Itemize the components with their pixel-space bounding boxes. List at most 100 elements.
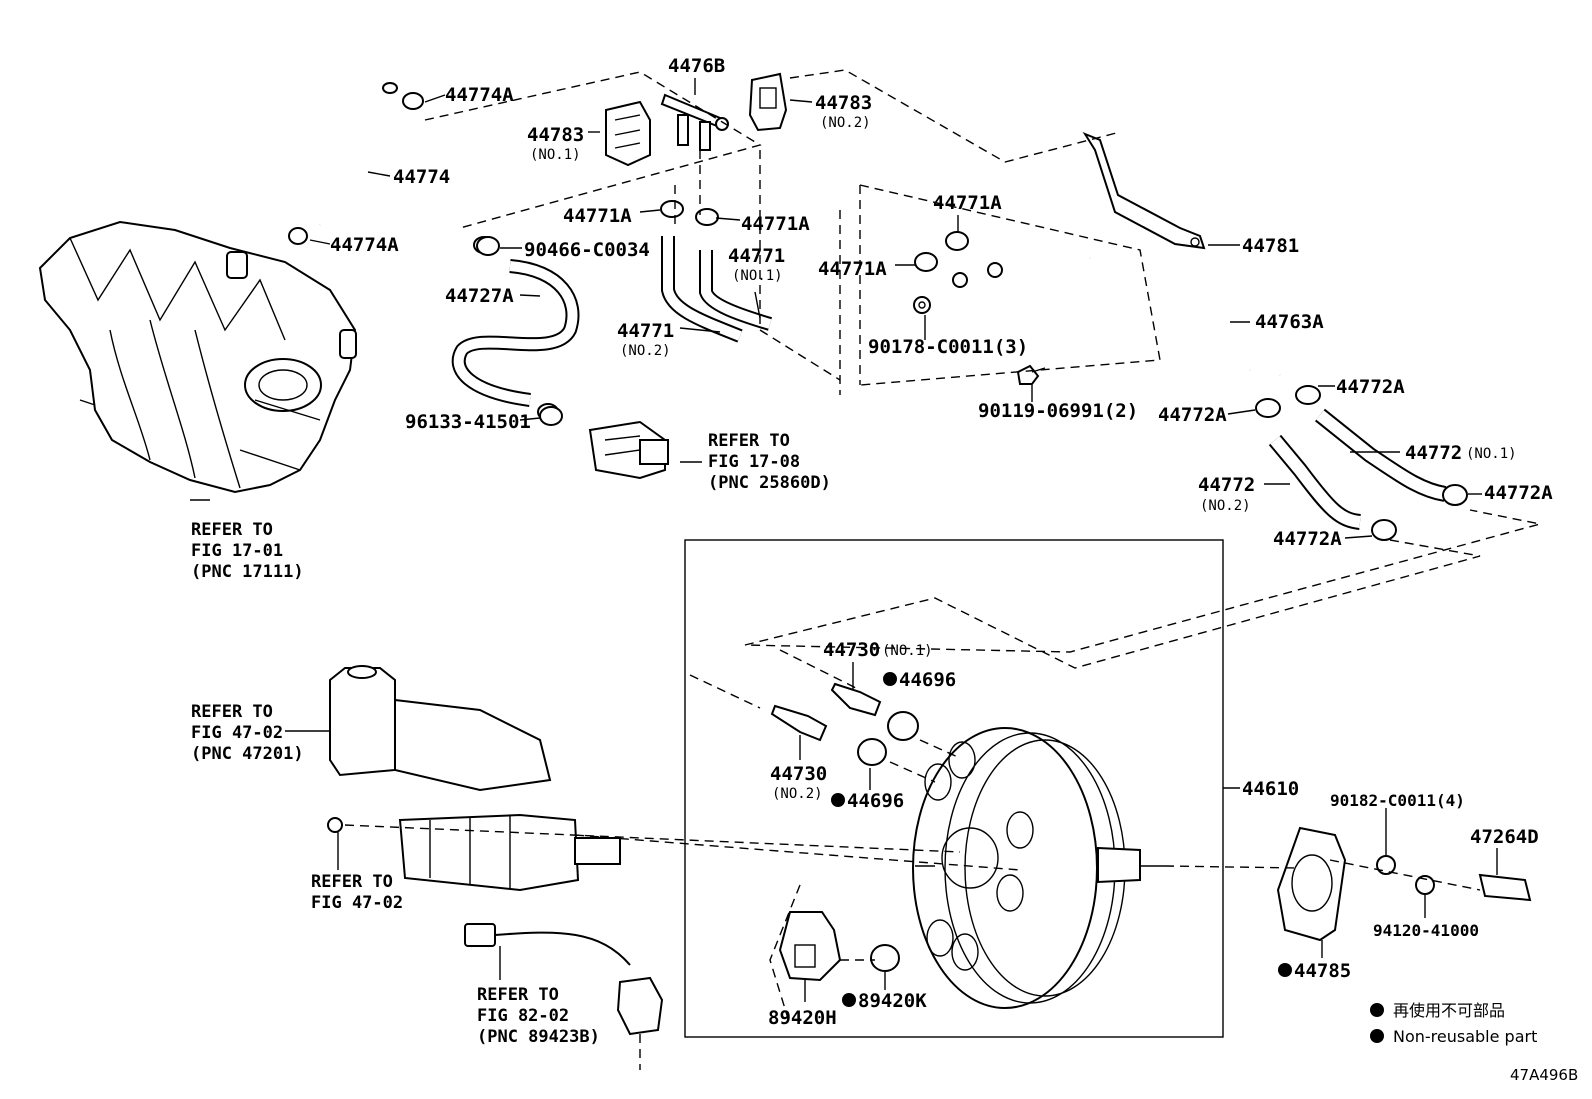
ref-82-02-line2: FIG 82-02: [477, 1006, 569, 1026]
leader-lines: [190, 78, 1498, 1002]
legend-marker: [1370, 1029, 1384, 1043]
ref-17-08-line3: (PNC 25860D): [708, 473, 831, 493]
refer-notes: REFER TO FIG 17-01 (PNC 17111) REFER TO …: [191, 431, 831, 1047]
legend-en: Non-reusable part: [1393, 1027, 1537, 1046]
bolt-90119: [1016, 364, 1046, 385]
ref-17-08-line1: REFER TO: [708, 431, 790, 451]
label-44774A-low: 44774A: [330, 234, 399, 256]
nonreusable-marker: [842, 993, 856, 1007]
label-44771-no2: 44771: [617, 320, 674, 342]
label-44763A: 44763A: [1255, 311, 1324, 333]
check-valve-44730-no1: [830, 682, 882, 717]
nut-90178: [913, 296, 931, 314]
label-44771-no1-sub: (NO.1): [732, 268, 783, 284]
label-44696-a: 44696: [899, 669, 956, 691]
vacuum-sensor-89420H: [778, 911, 842, 982]
bracket-44781: [1082, 131, 1206, 250]
label-44771A-center-top: 44771A: [933, 192, 1002, 214]
dashed-guide-lines: [344, 69, 1541, 1070]
illustration-code: 47A496B: [1510, 1066, 1578, 1084]
label-44772A-2: 44772A: [1158, 404, 1227, 426]
label-44772-no1-sub: (NO.1): [1466, 446, 1517, 462]
ref-17-01-line3: (PNC 17111): [191, 562, 304, 582]
label-90119: 90119-06991(2): [978, 400, 1138, 422]
label-4476B: 4476B: [668, 55, 725, 77]
nonreusable-marker: [1278, 963, 1292, 977]
clip-47264D: [1478, 873, 1532, 902]
label-89420K: 89420K: [858, 990, 927, 1012]
check-valve-44730-no2: [770, 704, 828, 742]
legend: 再使用不可部品 Non-reusable part: [1370, 1001, 1537, 1046]
label-44772-no1: 44772: [1405, 442, 1462, 464]
legend-jp: 再使用不可部品: [1393, 1001, 1505, 1020]
label-44783-no1-sub: (NO.1): [530, 147, 581, 163]
intake-manifold-illustration: [38, 220, 357, 494]
label-44772-no2: 44772: [1198, 474, 1255, 496]
label-90466: 90466-C0034: [524, 239, 650, 261]
vsv-44783-no2: [748, 72, 788, 132]
label-44610: 44610: [1242, 778, 1299, 800]
grommets-44696: [857, 711, 919, 766]
label-44772A-4: 44772A: [1273, 528, 1342, 550]
label-44771-no2-sub: (NO.2): [620, 343, 671, 359]
label-44696-b: 44696: [847, 790, 904, 812]
ref-82-02-line1: REFER TO: [477, 985, 559, 1005]
clamp-90466: [476, 236, 500, 256]
ref-47-02a-line1: REFER TO: [191, 702, 273, 722]
nut-90182: [1376, 855, 1396, 875]
label-44785: 44785: [1294, 960, 1351, 982]
label-44772-no2-sub: (NO.2): [1200, 498, 1251, 514]
nonreusable-marker: [883, 672, 897, 686]
label-44727A: 44727A: [445, 285, 514, 307]
hose-44774: [251, 60, 424, 245]
label-90182: 90182-C0011(4): [1330, 791, 1465, 810]
master-cylinder-assembly: [327, 665, 621, 892]
ref-47-02a-line2: FIG 47-02: [191, 723, 283, 743]
clamp-96133: [539, 406, 563, 426]
pipe-assembly-44763A: [952, 226, 1283, 377]
label-44774: 44774: [393, 166, 450, 188]
sensor-25860D: [588, 420, 669, 480]
ref-47-02b-line1: REFER TO: [311, 872, 393, 892]
label-44774A-top: 44774A: [445, 84, 514, 106]
ref-82-02-line3: (PNC 89423B): [477, 1027, 600, 1047]
label-44783-no2: 44783: [815, 92, 872, 114]
label-44783-no2-sub: (NO.2): [820, 115, 871, 131]
label-44781: 44781: [1242, 235, 1299, 257]
ref-17-08-line2: FIG 17-08: [708, 452, 800, 472]
label-44730-no1-sub: (NO.1): [882, 643, 933, 659]
vsv-44783-no1: [605, 100, 651, 167]
nonreusable-marker: [831, 793, 845, 807]
label-44771-no1: 44771: [728, 245, 785, 267]
label-44730-no2: 44730: [770, 763, 827, 785]
label-96133: 96133-41501: [405, 411, 531, 433]
ref-17-01-line2: FIG 17-01: [191, 541, 283, 561]
label-89420H: 89420H: [768, 1007, 837, 1029]
label-44772A-1: 44772A: [1336, 376, 1405, 398]
label-44772A-3: 44772A: [1484, 482, 1553, 504]
label-44771A-center-left: 44771A: [818, 258, 887, 280]
label-44771A-right: 44771A: [741, 213, 810, 235]
ref-17-01-line1: REFER TO: [191, 520, 273, 540]
label-90178: 90178-C0011(3): [868, 336, 1028, 358]
grommet-89420K: [870, 944, 900, 972]
hose-44727A: [451, 236, 580, 421]
label-44730-no1: 44730: [823, 639, 880, 661]
label-44783-no1: 44783: [527, 124, 584, 146]
clamps-44771A: [660, 200, 969, 272]
gasket-44785: [1276, 826, 1347, 942]
ref-47-02a-line3: (PNC 47201): [191, 744, 304, 764]
brake-booster-44610: [912, 727, 1165, 1009]
label-44771A-left: 44771A: [563, 205, 632, 227]
ref-47-02b-line2: FIG 47-02: [311, 893, 403, 913]
tee-4476B: [660, 93, 729, 151]
legend-marker: [1370, 1003, 1384, 1017]
label-44730-no2-sub: (NO.2): [772, 786, 823, 802]
label-47264D: 47264D: [1470, 826, 1539, 848]
part-labels: 44774A 44774 44774A 4476B 44783 (NO.1) 4…: [330, 55, 1553, 1029]
sensor-harness-89423B: [464, 923, 664, 1036]
label-94120: 94120-41000: [1373, 921, 1479, 940]
hoses-44772: [1255, 385, 1468, 541]
